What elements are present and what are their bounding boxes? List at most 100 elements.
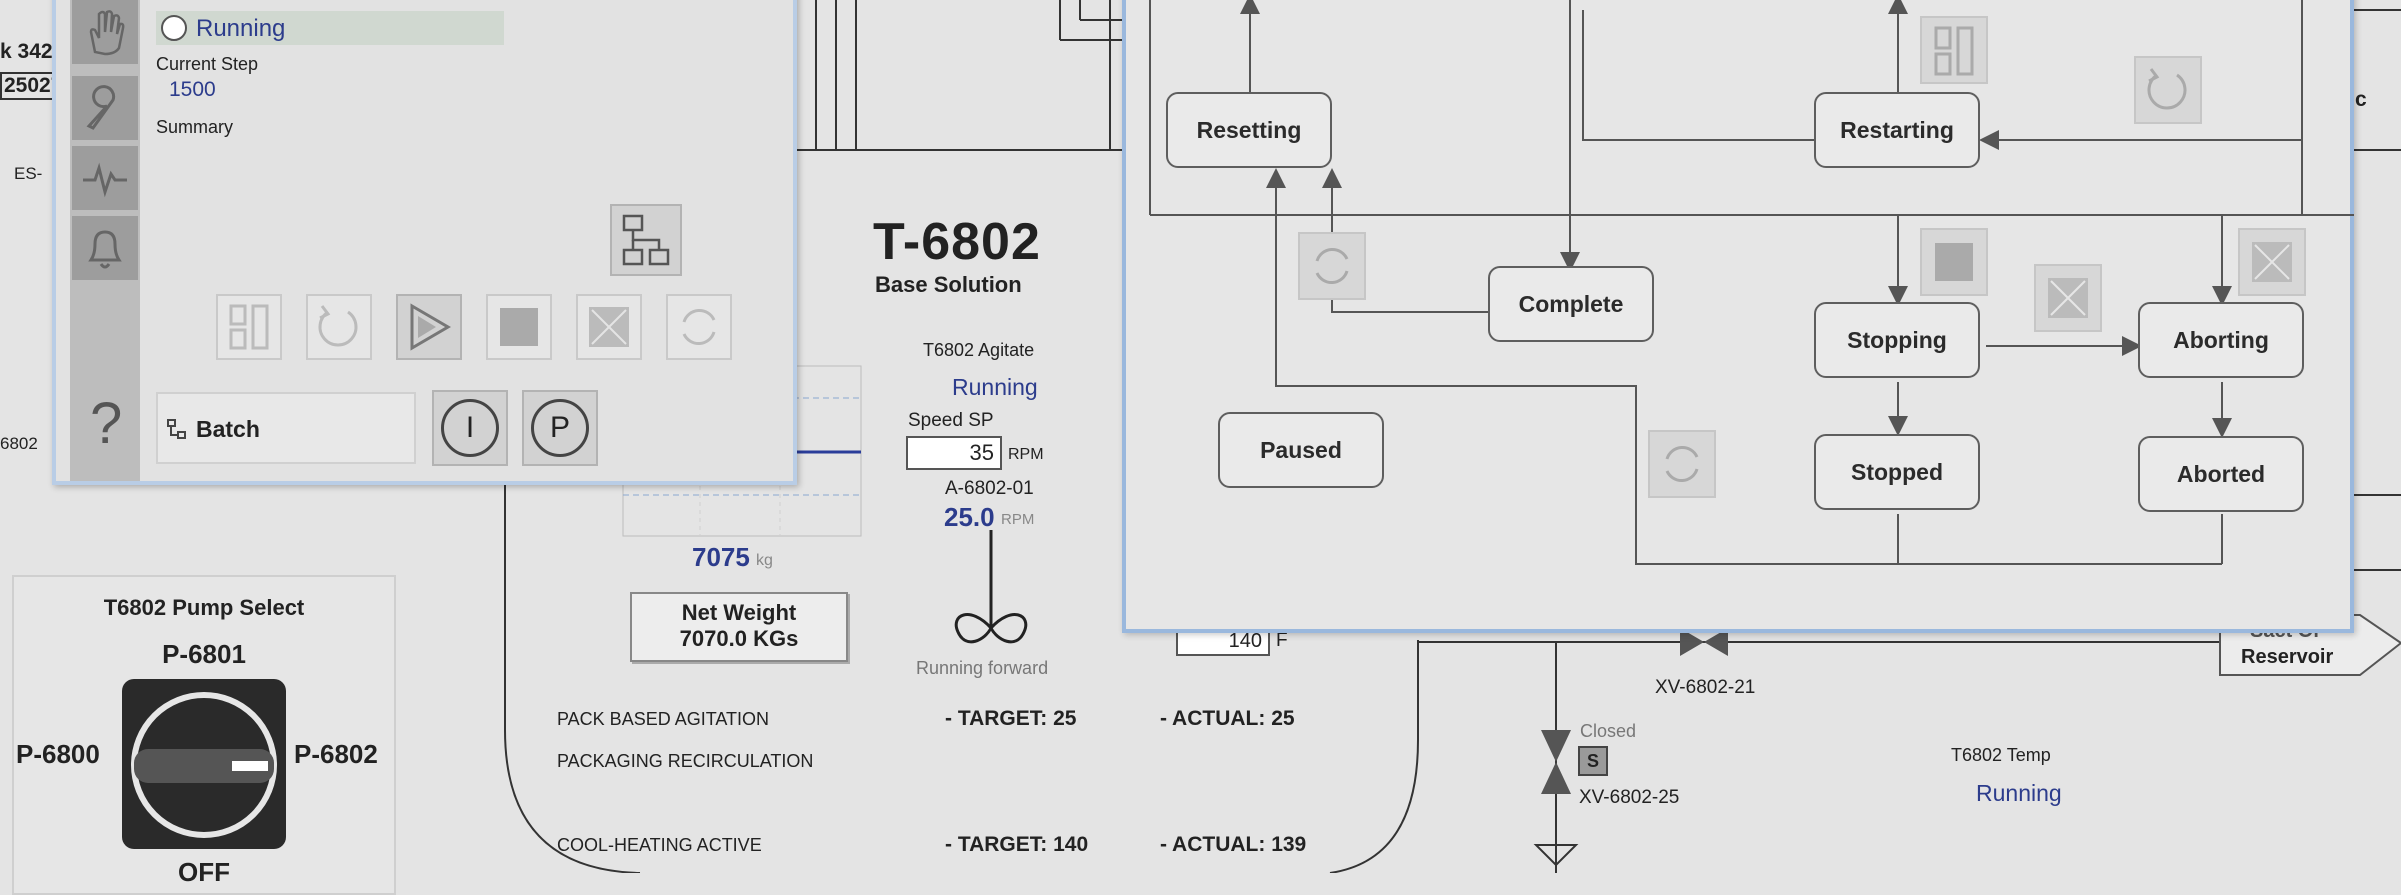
state-field: Running xyxy=(156,11,504,45)
phase-name-1: PACK BASED AGITATION xyxy=(557,709,770,729)
stop-icon xyxy=(1935,243,1973,281)
temp-field-unit: F xyxy=(1276,630,1288,651)
panel-hold-command[interactable] xyxy=(1920,16,1988,84)
pump-top-label: P-6801 xyxy=(162,639,246,669)
panel-reset-command-2[interactable] xyxy=(1648,430,1716,498)
reset-button[interactable] xyxy=(666,294,732,360)
bell-icon xyxy=(88,230,122,269)
selector-knob-icon xyxy=(131,692,277,838)
selector-switch[interactable] xyxy=(122,679,286,849)
batch-button[interactable]: Batch xyxy=(156,392,416,464)
reset-icon xyxy=(1315,248,1349,284)
batch-faceplate: ? Running Current Step 1500 Summary Batc… xyxy=(52,0,797,485)
net-weight-value: 7070.0 KGs xyxy=(679,626,799,651)
temp-label: T6802 Temp xyxy=(1951,745,2051,765)
phase-actual-1: - ACTUAL: 25 xyxy=(1160,707,1295,730)
agitator-shaft xyxy=(954,530,1028,644)
state-stopping[interactable]: Stopping xyxy=(1814,302,1980,378)
temp-status: Running xyxy=(1976,780,2062,806)
agitator-speed: 25.0 xyxy=(944,502,995,532)
panel-abort-command-1[interactable] xyxy=(2034,264,2102,332)
reset-icon xyxy=(1665,446,1699,482)
agitator-tag: A-6802-01 xyxy=(945,478,1034,499)
fragment-6802: 6802 xyxy=(0,434,38,453)
sidebar-alarm-button[interactable] xyxy=(72,216,138,280)
tree-icon xyxy=(167,419,186,439)
state-model-panel: Resetting Restarting Complete Stopping A… xyxy=(1122,0,2354,633)
panel-stop-command[interactable] xyxy=(1920,228,1988,296)
hierarchy-button[interactable] xyxy=(610,204,682,276)
sidebar-operate-button[interactable] xyxy=(72,0,138,64)
state-resetting[interactable]: Resetting xyxy=(1166,92,1332,168)
reservoir-line2: Reservoir xyxy=(2241,646,2334,668)
hold-icon xyxy=(1934,26,1974,76)
abort-icon xyxy=(2252,242,2292,282)
abort-icon xyxy=(2048,278,2088,318)
pump-select-title: T6802 Pump Select xyxy=(103,595,305,620)
permissive-button[interactable]: P xyxy=(522,390,598,466)
abort-button[interactable] xyxy=(576,294,642,360)
speed-sp-label: Speed SP xyxy=(908,410,994,431)
restart-button[interactable] xyxy=(306,294,372,360)
valve-xv-6802-21 xyxy=(1680,628,1728,656)
net-weight-label: Net Weight xyxy=(681,600,797,625)
hold-button[interactable] xyxy=(216,294,282,360)
pump-right-label: P-6802 xyxy=(294,739,378,769)
interlock-button[interactable]: I xyxy=(432,390,508,466)
wrench-icon xyxy=(86,85,116,130)
agitate-label: T6802 Agitate xyxy=(923,340,1035,360)
interlock-label: I xyxy=(441,399,499,457)
current-step-label: Current Step xyxy=(156,54,259,74)
abort-icon xyxy=(589,307,629,347)
state-aborting[interactable]: Aborting xyxy=(2138,302,2304,378)
stop-icon xyxy=(500,308,538,346)
panel-restart-command[interactable] xyxy=(2134,56,2202,124)
fragment-c: c xyxy=(2355,88,2367,111)
current-step-value: 1500 xyxy=(169,78,216,101)
state-circle-icon xyxy=(161,15,187,41)
hierarchy-icon xyxy=(622,214,670,266)
reset-icon xyxy=(682,309,716,345)
xv21-tag: XV-6802-21 xyxy=(1655,677,1756,698)
restart-icon xyxy=(318,305,358,347)
state-stopped[interactable]: Stopped xyxy=(1814,434,1980,510)
weight-unit: kg xyxy=(756,552,773,569)
xv25-status: Closed xyxy=(1580,721,1637,741)
valve-xv-6802-25 xyxy=(1533,730,1579,867)
fragment-tank: k 342 xyxy=(0,40,53,63)
state-paused[interactable]: Paused xyxy=(1218,412,1384,488)
phase-target-1: - TARGET: 25 xyxy=(945,707,1077,730)
state-restarting[interactable]: Restarting xyxy=(1814,92,1980,168)
stop-button[interactable] xyxy=(486,294,552,360)
batch-label: Batch xyxy=(196,416,260,442)
panel-reset-command[interactable] xyxy=(1298,232,1366,300)
pump-select-panel: T6802 Pump Select P-6801 P-6800 P-6802 O… xyxy=(12,575,396,895)
sidebar-trend-button[interactable] xyxy=(72,146,138,210)
tank-subtitle: Base Solution xyxy=(875,272,1022,297)
state-aborted[interactable]: Aborted xyxy=(2138,436,2304,512)
fragment-es: ES- xyxy=(14,164,43,183)
summary-label: Summary xyxy=(156,117,234,137)
permissive-label: P xyxy=(531,399,589,457)
hand-icon xyxy=(89,10,125,56)
speed-sp-field[interactable]: 35 xyxy=(906,436,1002,470)
xv25-tag: XV-6802-25 xyxy=(1579,787,1680,808)
sidebar-maintenance-button[interactable] xyxy=(72,76,138,140)
phase-target-3: - TARGET: 140 xyxy=(945,833,1089,856)
solenoid-badge[interactable]: S xyxy=(1578,746,1608,776)
panel-abort-command-2[interactable] xyxy=(2238,228,2306,296)
hold-icon xyxy=(229,304,269,350)
restart-icon xyxy=(2147,68,2187,110)
agitator-unit: RPM xyxy=(1001,511,1035,528)
phase-name-2: PACKAGING RECIRCULATION xyxy=(557,751,814,771)
pulse-icon xyxy=(83,162,127,198)
agitator-direction: Running forward xyxy=(916,658,1049,678)
net-weight-button[interactable]: Net Weight 7070.0 KGs xyxy=(630,592,848,662)
state-value: Running xyxy=(196,15,286,42)
start-button[interactable] xyxy=(396,294,462,360)
help-icon[interactable]: ? xyxy=(90,391,123,456)
phase-actual-3: - ACTUAL: 139 xyxy=(1160,833,1307,856)
pump-left-label: P-6800 xyxy=(16,739,100,769)
state-transitions xyxy=(1149,0,2354,565)
state-complete[interactable]: Complete xyxy=(1488,266,1654,342)
